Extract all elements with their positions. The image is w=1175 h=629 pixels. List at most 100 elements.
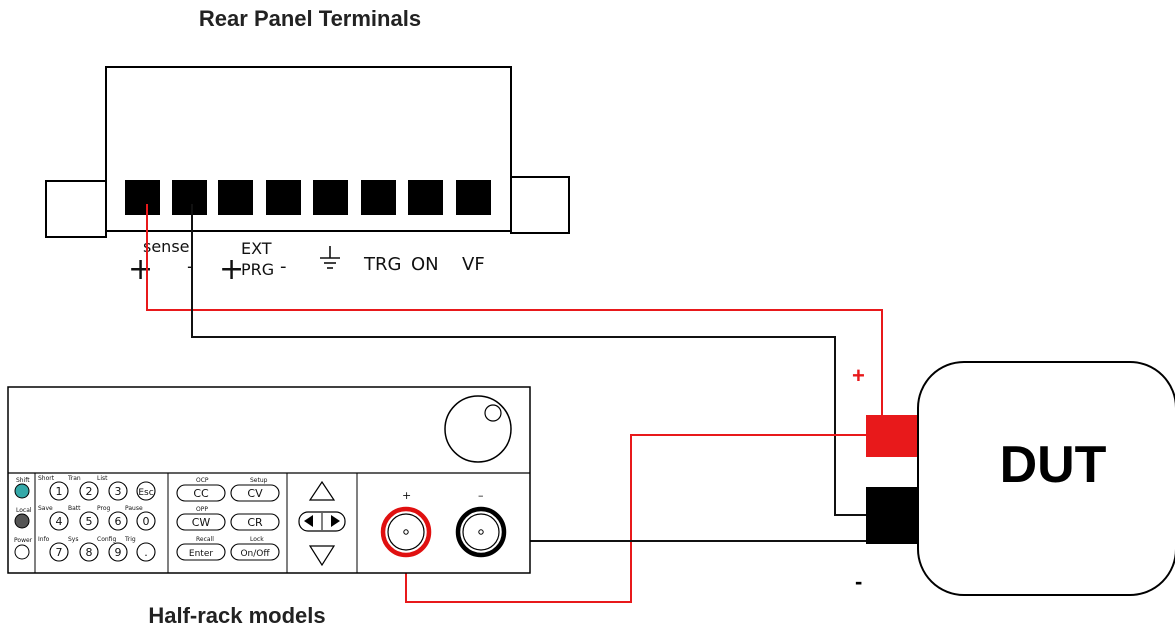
numpad-key-caption: Sys xyxy=(68,536,79,543)
terminal-sense-minus xyxy=(172,180,207,215)
dut-label: DUT xyxy=(1000,436,1107,494)
mode-key-label: CR xyxy=(247,516,263,529)
numpad-key-label: 7 xyxy=(56,546,63,559)
mode-key-caption: Setup xyxy=(250,477,268,484)
power-button[interactable] xyxy=(14,544,30,560)
numpad-key-caption: Save xyxy=(38,505,53,512)
mode-key-label: Enter xyxy=(189,549,213,559)
ground-icon xyxy=(320,246,340,269)
numpad-key-caption: Info xyxy=(38,536,50,543)
mode-key-label: On/Off xyxy=(240,549,270,559)
front-minus-terminal xyxy=(455,506,507,558)
rear-panel-right-flange xyxy=(510,176,570,234)
numpad-key[interactable]: 5 Batt xyxy=(68,505,99,531)
numpad-key-caption: Batt xyxy=(68,505,81,512)
left-arrow-icon xyxy=(304,515,313,527)
rotary-knob-dimple xyxy=(484,404,502,422)
front-panel-body xyxy=(7,386,531,574)
rear-panel-title: Rear Panel Terminals xyxy=(199,6,421,31)
sense-minus-wire xyxy=(191,204,866,516)
dut-minus-label: - xyxy=(855,569,862,594)
front-plus-terminal xyxy=(380,506,432,558)
terminal-ground xyxy=(313,180,348,215)
numpad-key[interactable]: 8 Sys xyxy=(68,536,99,562)
numpad-key-label: 3 xyxy=(115,485,122,498)
dut-box xyxy=(917,361,1175,596)
numpad-key-label: 4 xyxy=(56,515,63,528)
down-arrow-icon[interactable] xyxy=(308,545,336,567)
terminal-vf xyxy=(456,180,491,215)
mode-key-caption: Recall xyxy=(196,536,214,543)
label-sense-minus: - xyxy=(187,256,194,277)
dut-plus-terminal xyxy=(866,415,917,457)
terminal-sense-plus xyxy=(125,180,160,215)
label-ext: EXT xyxy=(241,239,272,258)
mode-key-label: CV xyxy=(247,487,263,500)
navigation-keys xyxy=(298,480,346,567)
numpad-key[interactable]: 2 Tran xyxy=(67,475,99,501)
shift-button[interactable] xyxy=(14,483,30,499)
terminal-plus-label: + xyxy=(402,489,411,502)
rotary-knob[interactable] xyxy=(444,395,512,463)
mode-key[interactable]: CC OCP xyxy=(176,477,226,502)
wires xyxy=(146,204,889,603)
label-sense-plus: + xyxy=(128,252,153,287)
half-rack-title: Half-rack models xyxy=(148,603,325,628)
numpad-key-caption: Tran xyxy=(67,475,81,482)
mode-key[interactable]: On/Off Lock xyxy=(230,536,280,561)
local-button[interactable] xyxy=(14,513,30,529)
sense-plus-wire xyxy=(146,204,883,416)
mode-key[interactable]: CV Setup xyxy=(230,477,280,502)
numpad-key[interactable]: 7 Info xyxy=(38,536,69,562)
terminal-ext-plus xyxy=(218,180,253,215)
numpad-key-label: 2 xyxy=(86,485,93,498)
dut-minus-terminal xyxy=(866,487,917,544)
numpad-key-label: 6 xyxy=(115,515,122,528)
numpad-key-caption: Short xyxy=(38,475,55,482)
up-arrow-icon[interactable] xyxy=(308,480,336,501)
numpad-key-label: 5 xyxy=(86,515,93,528)
mode-key[interactable]: CR xyxy=(230,513,280,531)
label-prg: PRG xyxy=(241,260,274,279)
numpad-key-label: Esc xyxy=(138,488,153,498)
mode-key-caption: Lock xyxy=(250,536,264,543)
rear-panel-left-flange xyxy=(45,180,107,238)
numpad-key-label: 9 xyxy=(115,546,122,559)
mode-key-caption: OPP xyxy=(196,506,208,513)
numpad-key-caption: List xyxy=(97,475,108,482)
right-arrow-icon xyxy=(331,515,340,527)
numpad-key-label: 8 xyxy=(86,546,93,559)
label-ext-plus: + xyxy=(219,252,244,287)
local-label: Local xyxy=(16,507,32,514)
numpad-key-caption: Pause xyxy=(125,505,143,512)
numpad-key[interactable]: 6 Prog xyxy=(97,505,128,531)
terminal-on xyxy=(408,180,443,215)
power-label: Power xyxy=(14,537,33,544)
numpad-key-caption: Prog xyxy=(97,505,111,512)
terminal-ext-minus xyxy=(266,180,301,215)
terminal-trg xyxy=(361,180,396,215)
shift-label: Shift xyxy=(16,477,30,484)
numpad-key[interactable]: 3 List xyxy=(97,475,128,501)
mode-key-caption: OCP xyxy=(196,477,209,484)
mode-key[interactable]: Enter Recall xyxy=(176,536,226,561)
label-on: ON xyxy=(411,254,439,275)
label-ext-minus: - xyxy=(280,256,287,277)
numpad-key[interactable]: Esc xyxy=(136,481,156,501)
label-vf: VF xyxy=(462,254,485,275)
dut-block: DUT + - xyxy=(852,361,1175,596)
numpad-key-label: 1 xyxy=(56,485,63,498)
dut-plus-label: + xyxy=(852,363,865,388)
rear-panel-terminal-block: sense + - + EXT PRG - TRG ON VF xyxy=(45,66,570,287)
mode-key-label: CC xyxy=(193,487,209,500)
numpad-key[interactable]: .Trig xyxy=(124,536,156,562)
